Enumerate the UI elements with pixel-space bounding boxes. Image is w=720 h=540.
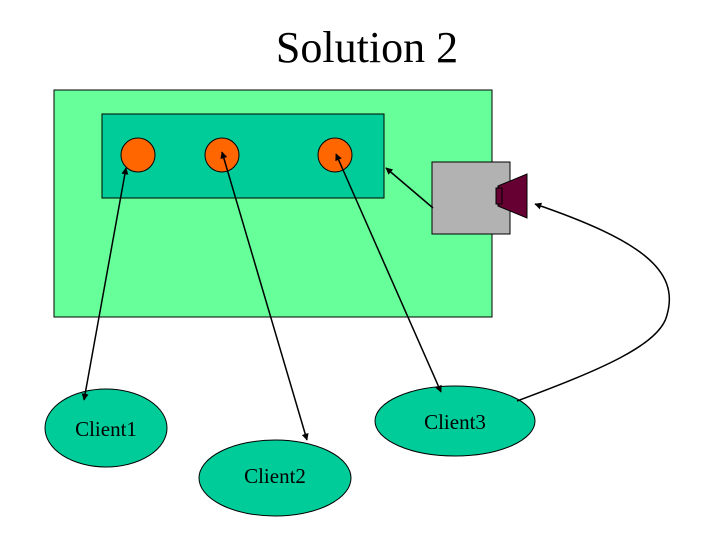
arrow-client3-speaker (516, 202, 671, 402)
port-circle-2 (204, 137, 240, 173)
slide-title: Solution 2 (276, 23, 458, 72)
client-3-node: Client3 (374, 385, 536, 457)
port-circle-1 (120, 137, 156, 173)
client-3-label: Client3 (424, 410, 486, 434)
arrow-graybox-innerbox (385, 167, 434, 209)
arrow-port1-client1 (81, 167, 129, 401)
client-2-node: Client2 (198, 439, 352, 517)
client-1-node: Client1 (44, 388, 168, 468)
client-1-label: Client1 (75, 417, 137, 441)
client-2-label: Client2 (244, 464, 306, 488)
arrow-port3-client3 (335, 153, 442, 393)
speaker-icon (495, 173, 528, 219)
port-circle-3 (317, 137, 353, 173)
arrow-port2-client2 (220, 151, 309, 441)
